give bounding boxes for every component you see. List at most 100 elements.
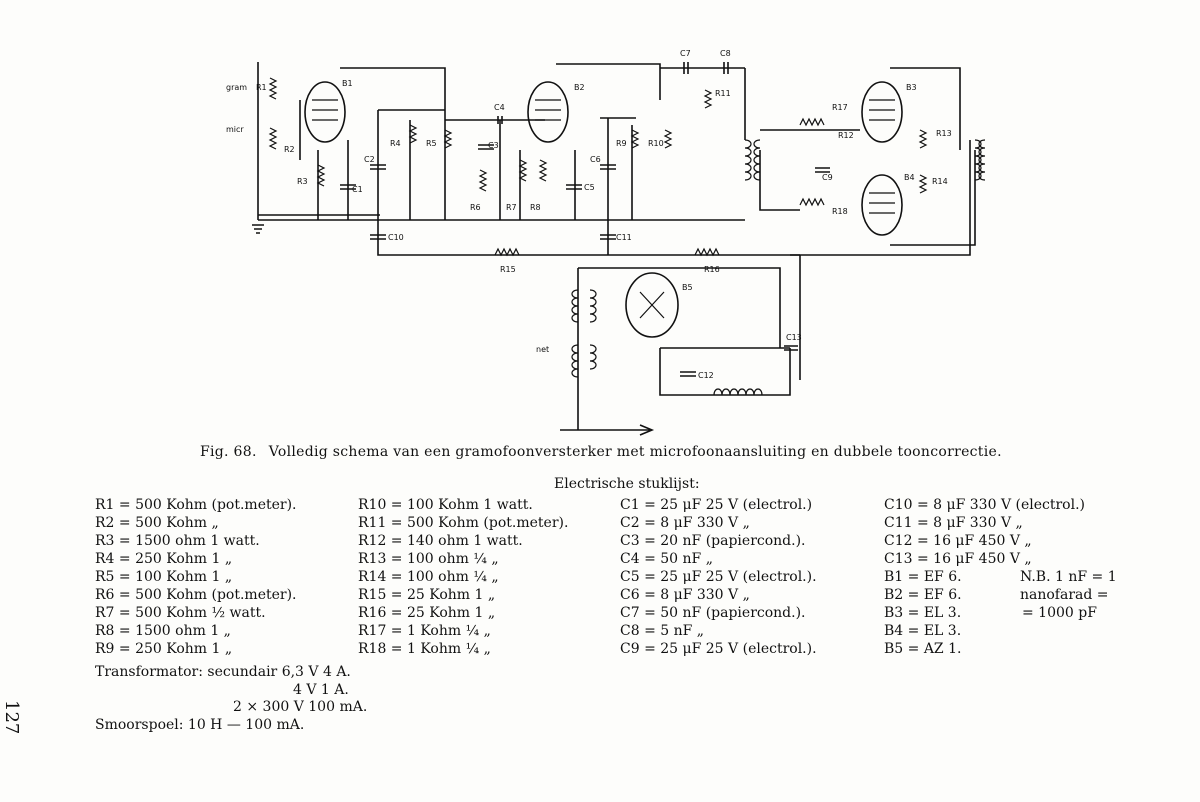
label-b4: B4 [904, 173, 915, 182]
label-c6: C6 [590, 155, 601, 164]
label-r18: R18 [832, 207, 848, 216]
page-number: 127 [1, 700, 22, 735]
label-r2: R2 [284, 145, 295, 154]
parts-item: R17 = 1 Kohm ¼ „ [358, 623, 491, 639]
label-c11: C11 [616, 233, 632, 242]
nb-note: N.B. 1 nF = 1 nanofarad = = 1000 pF [1020, 568, 1117, 622]
parts-item: R12 = 140 ohm 1 watt. [358, 533, 523, 549]
coils [560, 139, 986, 436]
parts-item: C7 = 50 nF (papiercond.). [620, 605, 806, 621]
label-b3: B3 [906, 83, 917, 92]
parts-item: C13 = 16 μF 450 V „ [884, 551, 1032, 567]
label-c12: C12 [698, 371, 714, 380]
parts-item: R15 = 25 Kohm 1 „ [358, 587, 496, 603]
parts-list-title: Electrische stuklijst: [554, 476, 700, 492]
label-r8: R8 [530, 203, 541, 212]
parts-item: C12 = 16 μF 450 V „ [884, 533, 1032, 549]
label-c7: C7 [680, 49, 691, 58]
parts-item: R16 = 25 Kohm 1 „ [358, 605, 496, 621]
parts-item: B2 = EF 6. [884, 587, 962, 603]
label-b5: B5 [682, 283, 693, 292]
nb-note-line: = 1000 pF [1022, 605, 1097, 621]
tube-b2 [527, 81, 569, 143]
figure-caption-text: Volledig schema van een gramofoonverster… [268, 444, 1002, 460]
tube-b4 [861, 174, 903, 236]
parts-item: R6 = 500 Kohm (pot.meter). [95, 587, 297, 603]
label-r9: R9 [616, 139, 627, 148]
tube-b1 [304, 81, 346, 143]
label-c10: C10 [388, 233, 404, 242]
parts-item: B3 = EL 3. [884, 605, 962, 621]
label-r1: R1 [256, 83, 267, 92]
nb-note-line: nanofarad = [1020, 587, 1109, 603]
transformer-line-3: 2 × 300 V 100 mA. [233, 699, 368, 715]
label-micr: micr [226, 125, 244, 134]
label-r10: R10 [648, 139, 664, 148]
label-r16: R16 [704, 265, 720, 274]
parts-item: C5 = 25 μF 25 V (electrol.). [620, 569, 817, 585]
parts-item: R3 = 1500 ohm 1 watt. [95, 533, 260, 549]
transformer-spec: Transformator: secundair 6,3 V 4 A. 4 V … [95, 664, 367, 734]
parts-item: R1 = 500 Kohm (pot.meter). [95, 497, 297, 513]
label-r17: R17 [832, 103, 848, 112]
label-r3: R3 [297, 177, 308, 186]
parts-item: C11 = 8 μF 330 V „ [884, 515, 1023, 531]
label-r13: R13 [936, 129, 952, 138]
parts-item: R8 = 1500 ohm 1 „ [95, 623, 231, 639]
label-c4: C4 [494, 103, 505, 112]
label-r14: R14 [932, 177, 948, 186]
label-r6: R6 [470, 203, 481, 212]
label-r15: R15 [500, 265, 516, 274]
capacitors [340, 62, 830, 377]
parts-item: C3 = 20 nF (papiercond.). [620, 533, 806, 549]
parts-item: R2 = 500 Kohm „ [95, 515, 219, 531]
figure-caption: Fig. 68. Volledig schema van een gramofoo… [200, 444, 1002, 460]
parts-item: R11 = 500 Kohm (pot.meter). [358, 515, 569, 531]
amplifier-schematic: gram micr net R1 R2 R3 R4 R5 R6 R7 R8 R9… [226, 49, 986, 436]
label-c8: C8 [720, 49, 731, 58]
label-c3: C3 [488, 141, 499, 150]
wiring [257, 62, 976, 396]
label-gram: gram [226, 83, 247, 92]
label-r11: R11 [715, 89, 731, 98]
label-c2: C2 [364, 155, 375, 164]
nb-note-line: N.B. 1 nF = 1 [1020, 569, 1117, 585]
parts-item: R13 = 100 ohm ¼ „ [358, 551, 499, 567]
parts-item: R7 = 500 Kohm ½ watt. [95, 605, 266, 621]
ground-icon [252, 224, 264, 234]
parts-item: R4 = 250 Kohm 1 „ [95, 551, 233, 567]
parts-item: C9 = 25 μF 25 V (electrol.). [620, 641, 817, 657]
parts-item: R18 = 1 Kohm ¼ „ [358, 641, 491, 657]
parts-item: B4 = EL 3. [884, 623, 962, 639]
label-r12: R12 [838, 131, 854, 140]
label-c5: C5 [584, 183, 595, 192]
choke-spec: Smoorspoel: 10 H — 100 mA. [95, 716, 305, 733]
parts-item: C1 = 25 μF 25 V (electrol.) [620, 497, 813, 513]
label-c1: C1 [352, 185, 363, 194]
parts-item: C4 = 50 nF „ [620, 551, 713, 567]
parts-item: B5 = AZ 1. [884, 641, 962, 657]
resistors [268, 77, 928, 257]
parts-item: R9 = 250 Kohm 1 „ [95, 641, 233, 657]
label-c9: C9 [822, 173, 833, 182]
parts-item: B1 = EF 6. [884, 569, 962, 585]
parts-item: C6 = 8 μF 330 V „ [620, 587, 750, 603]
label-b1: B1 [342, 79, 353, 88]
transformer-line-2: 4 V 1 A. [293, 681, 349, 698]
label-r5: R5 [426, 139, 437, 148]
tube-b5 [625, 272, 679, 338]
parts-item: R10 = 100 Kohm 1 watt. [358, 497, 533, 513]
parts-item: R5 = 100 Kohm 1 „ [95, 569, 233, 585]
parts-item: R14 = 100 ohm ¼ „ [358, 569, 499, 585]
label-b2: B2 [574, 83, 585, 92]
parts-item: C10 = 8 μF 330 V (electrol.) [884, 497, 1085, 513]
transformer-line-1: Transformator: secundair 6,3 V 4 A. [95, 664, 351, 680]
tube-b3 [861, 81, 903, 143]
label-r7: R7 [506, 203, 517, 212]
label-net: net [536, 345, 549, 354]
label-c13: C13 [786, 333, 802, 342]
parts-item: C8 = 5 nF „ [620, 623, 705, 639]
figure-number: Fig. 68. [200, 444, 257, 460]
label-r4: R4 [390, 139, 401, 148]
